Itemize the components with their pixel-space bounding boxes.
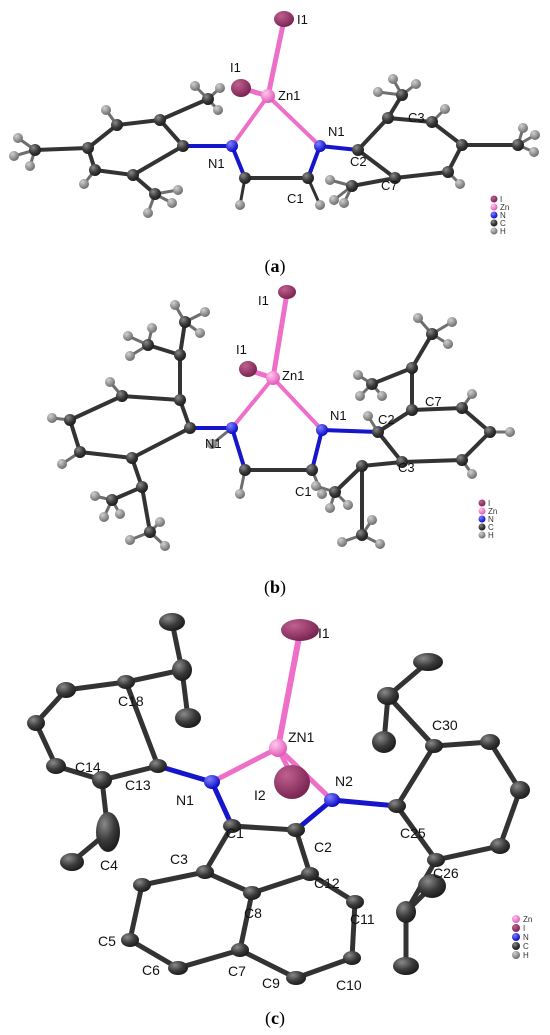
label-c-c26: C26	[433, 865, 459, 881]
legend-c-3: C	[523, 942, 529, 951]
label-zn1: Zn1	[278, 88, 300, 103]
label-c2: C2	[350, 154, 367, 169]
label-c-c7: C7	[228, 963, 246, 979]
legend-a-3: C	[500, 219, 506, 228]
panel-c-heavy-atoms	[204, 619, 340, 807]
label-c-c3: C3	[170, 851, 188, 867]
label-c-n2: N2	[335, 773, 353, 789]
label-c-c30: C30	[432, 717, 458, 733]
label-b-c1: C1	[295, 484, 312, 499]
legend-a-0: I	[500, 195, 502, 204]
legend-b-2: N	[488, 515, 494, 524]
panel-b: I1 I1 Zn1 N1 N1 C1 C2 C3 C7 I Zn N C H (…	[47, 285, 515, 598]
label-n1-left: N1	[208, 156, 225, 171]
legend-b-0: I	[488, 499, 490, 508]
panel-b-bonds	[50, 290, 512, 548]
label-c-c10: C10	[336, 977, 362, 993]
panel-a-caption: (a)	[265, 256, 286, 277]
panel-c-legend: Zn I N C H	[512, 915, 532, 960]
label-n1-right: N1	[328, 124, 345, 139]
legend-c-2: N	[523, 933, 529, 942]
panel-a: I1 I1 Zn1 N1 N1 C1 C2 C3 C7 I Zn N C H (…	[9, 11, 540, 277]
label-b-c3: C3	[398, 460, 415, 475]
label-c-c12: C12	[314, 875, 340, 891]
label-c-c6: C6	[142, 962, 160, 978]
legend-a-4: H	[500, 227, 506, 236]
label-c-i2: I2	[254, 787, 266, 803]
panel-c-atoms	[27, 613, 530, 985]
legend-b-4: H	[488, 531, 494, 540]
label-c-zn1: ZN1	[288, 729, 315, 745]
panel-a-atoms	[9, 11, 540, 218]
label-c-c8: C8	[244, 905, 262, 921]
panel-b-caption: (b)	[264, 577, 286, 598]
legend-c-4: H	[523, 951, 529, 960]
label-c-c1: C1	[226, 825, 244, 841]
label-c-c18: C18	[118, 693, 144, 709]
label-b-c7: C7	[425, 394, 442, 409]
panel-a-legend: I Zn N C H	[490, 195, 509, 236]
label-c-c14: C14	[75, 759, 101, 775]
panel-c-caption: (c)	[265, 1008, 285, 1029]
label-c-i1: I1	[318, 625, 330, 641]
panel-c-labels: I1 I2 ZN1 N1 N2 C1 C2 C3 C4 C5 C6 C7 C8 …	[75, 625, 459, 993]
legend-a-2: N	[500, 211, 506, 220]
panel-b-labels: I1 I1 Zn1 N1 N1 C1 C2 C3 C7	[205, 293, 442, 499]
label-b-i1-top: I1	[258, 293, 269, 308]
label-c-c13: C13	[125, 777, 151, 793]
panel-c-bonds	[33, 619, 523, 981]
label-c7: C7	[381, 178, 398, 193]
label-c-n1: N1	[176, 792, 194, 808]
label-c-c11: C11	[350, 911, 375, 927]
label-i1-side: I1	[230, 60, 241, 75]
legend-b-1: Zn	[488, 507, 497, 516]
panel-c: I1 I2 ZN1 N1 N2 C1 C2 C3 C4 C5 C6 C7 C8 …	[27, 613, 532, 1029]
panel-a-labels: I1 I1 Zn1 N1 N1 C1 C2 C3 C7	[208, 12, 425, 206]
label-c-c2: C2	[314, 839, 332, 855]
label-b-c2: C2	[378, 412, 395, 427]
label-c3: C3	[408, 110, 425, 125]
label-c1: C1	[287, 191, 304, 206]
legend-c-1: I	[523, 924, 525, 933]
panel-b-legend: I Zn N C H	[478, 499, 497, 540]
label-c-c9: C9	[262, 975, 280, 991]
legend-b-3: C	[488, 523, 494, 532]
label-b-i1-side: I1	[236, 342, 247, 357]
legend-a-1: Zn	[500, 203, 509, 212]
label-c-c25: C25	[400, 825, 426, 841]
label-i1-top: I1	[297, 12, 308, 27]
legend-c-0: Zn	[523, 915, 532, 924]
label-b-n1-right: N1	[330, 408, 347, 423]
label-c-c4: C4	[100, 857, 118, 873]
label-b-zn1: Zn1	[282, 368, 304, 383]
panel-b-atoms	[47, 285, 515, 551]
label-b-n1-left: N1	[205, 436, 222, 451]
label-c-c5: C5	[98, 933, 116, 949]
